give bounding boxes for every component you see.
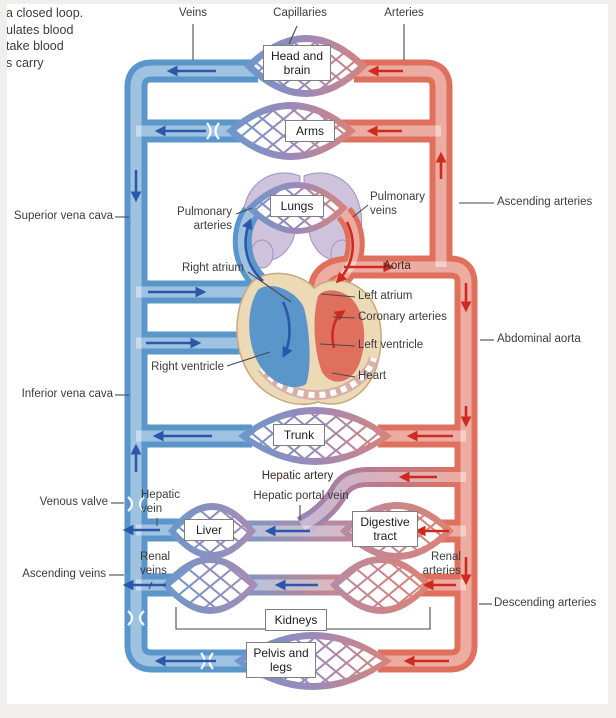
label-inferior-vena-cava: Inferior vena cava	[21, 388, 113, 400]
label-heart: Heart	[358, 370, 387, 382]
valve-vena-cava	[127, 496, 145, 512]
ascending-artery-vessel	[354, 71, 441, 267]
label-superior-vena-cava: Superior vena cava	[13, 210, 113, 222]
label-ascending-arteries: Ascending arteries	[497, 196, 593, 208]
intro-line-3: take blood	[6, 39, 64, 53]
label-pulmonary-arteries: Pulmonary arteries	[177, 206, 232, 232]
label-renal-arteries: Renal arteries	[422, 551, 461, 577]
organ-box-kidneys: Kidneys	[265, 609, 327, 631]
label-veins: Veins	[178, 7, 208, 19]
label-arteries: Arteries	[384, 7, 424, 19]
label-pulmonary-veins: Pulmonary veins	[370, 191, 425, 217]
organ-box-lungs: Lungs	[270, 195, 324, 217]
label-left-ventricle: Left ventricle	[358, 339, 424, 351]
organ-box-liver: Liver	[184, 519, 234, 541]
label-ascending-veins: Ascending veins	[22, 568, 106, 580]
organ-box-head: Head and brain	[263, 45, 331, 81]
capillary-bed-kidney-right	[330, 556, 432, 614]
label-renal-veins: Renal veins	[140, 551, 171, 577]
heart-illustration	[236, 272, 382, 406]
valve-arms-vein	[206, 122, 220, 140]
organ-box-digestive-tract: Digestive tract	[352, 511, 418, 547]
intro-line-4: s carry	[6, 55, 44, 70]
label-abdominal-aorta: Abdominal aorta	[497, 333, 581, 345]
label-capillaries: Capillaries	[273, 7, 327, 19]
label-hepatic-portal-vein: Hepatic portal vein	[253, 490, 349, 502]
left-heart-chambers	[314, 290, 365, 382]
label-venous-valve: Venous valve	[39, 496, 108, 508]
label-coronary-arteries: Coronary arteries	[358, 311, 447, 323]
right-heart-chambers	[249, 286, 310, 388]
intro-text: a closed loop. ulates blood take blood s…	[6, 5, 83, 71]
blue-flow-arrows	[122, 65, 318, 667]
label-descending-arteries: Descending arteries	[494, 597, 597, 609]
organ-box-arms: Arms	[285, 120, 335, 142]
label-aorta: Aorta	[383, 260, 411, 272]
label-right-ventricle: Right ventricle	[151, 361, 224, 373]
organ-box-pelvis: Pelvis and legs	[246, 642, 316, 678]
intro-line-1: a closed loop.	[6, 6, 84, 20]
label-left-atrium: Left atrium	[358, 290, 413, 302]
valve-vena-cava-lower	[127, 610, 145, 626]
capillary-bed-kidney-left	[162, 556, 258, 614]
label-hepatic-artery: Hepatic artery	[261, 470, 334, 482]
label-hepatic-vein: Hepatic vein	[141, 489, 180, 515]
label-right-atrium: Right atrium	[182, 262, 244, 274]
intro-line-2: ulates blood	[6, 22, 74, 37]
organ-box-trunk: Trunk	[273, 424, 325, 446]
red-flow-arrows	[335, 65, 472, 667]
